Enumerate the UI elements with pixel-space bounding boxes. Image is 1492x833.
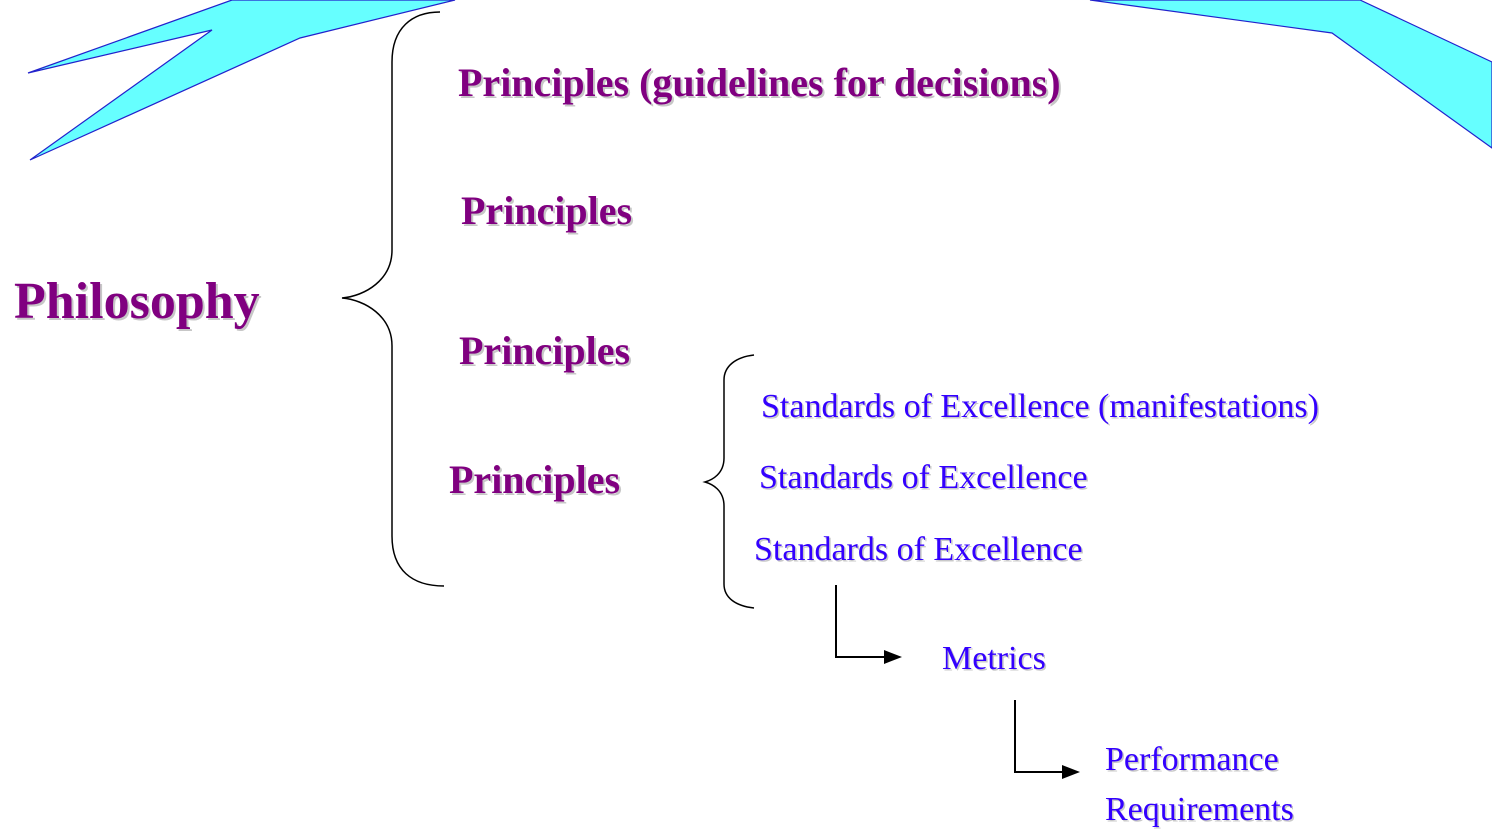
performance-connector-line <box>1014 700 1064 773</box>
right-decoration-shape <box>1089 0 1492 149</box>
philosophy-brace <box>341 11 445 587</box>
principle-label-1: Principles (guidelines for decisions) <box>458 60 1061 105</box>
standards-brace <box>702 354 755 609</box>
left-decoration-shape <box>27 0 456 161</box>
principle-label-4: Principles <box>449 457 621 502</box>
performance-requirements-label: Performance Requirements <box>1105 735 1294 833</box>
philosophy-label: Philosophy <box>14 273 260 330</box>
metrics-arrow-head <box>884 650 902 664</box>
performance-label-line-1: Performance <box>1105 741 1279 778</box>
principle-label-2: Principles <box>461 188 633 233</box>
metrics-label: Metrics <box>942 640 1046 677</box>
metrics-connector-line <box>835 585 886 658</box>
standard-label-3: Standards of Excellence <box>754 531 1083 568</box>
performance-label-line-2: Requirements <box>1105 791 1294 828</box>
standard-label-2: Standards of Excellence <box>759 459 1088 496</box>
standard-label-1: Standards of Excellence (manifestations) <box>761 388 1319 425</box>
principle-label-3: Principles <box>459 328 631 373</box>
performance-arrow-head <box>1062 765 1080 779</box>
